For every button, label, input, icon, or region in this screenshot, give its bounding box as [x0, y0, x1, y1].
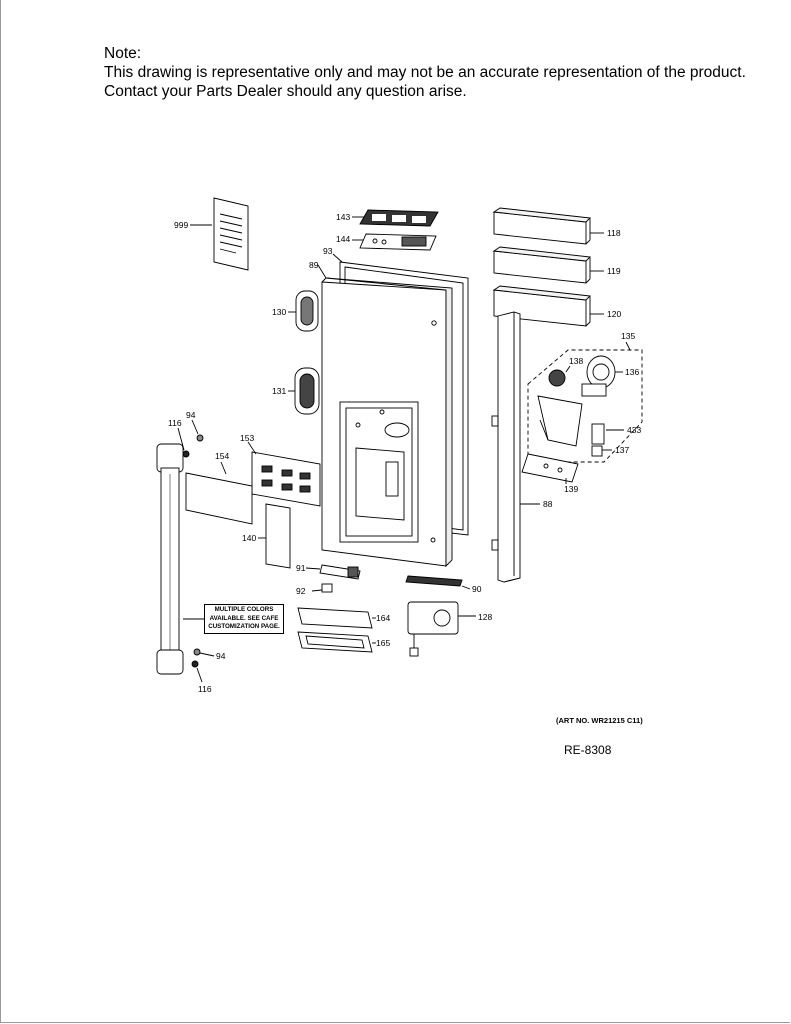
part-143-label [352, 209, 439, 227]
label-94-bottom: 94 [216, 651, 226, 661]
color-callout-box: MULTIPLE COLORS AVAILABLE. SEE CAFE CUST… [204, 604, 284, 634]
label-154: 154 [215, 451, 229, 461]
label-88: 88 [543, 499, 553, 509]
part-92 [311, 583, 333, 593]
part-handle [156, 443, 184, 675]
note-line-1: This drawing is representative only and … [104, 64, 746, 81]
label-999: 999 [174, 220, 188, 230]
part-140-cover [258, 503, 291, 569]
label-91: 91 [296, 563, 306, 573]
label-139: 139 [564, 484, 578, 494]
label-138: 138 [569, 356, 583, 366]
part-165 [297, 631, 376, 653]
label-94-top: 94 [186, 410, 196, 420]
label-140: 140 [242, 533, 256, 543]
art-number: (ART NO. WR21215 C11) [556, 716, 643, 725]
disclaimer-note: Note: This drawing is representative onl… [104, 44, 746, 101]
part-154-film [185, 461, 253, 525]
label-93: 93 [323, 246, 333, 256]
label-130: 130 [272, 307, 286, 317]
label-144: 144 [336, 234, 350, 244]
part-164 [297, 607, 376, 629]
label-131: 131 [272, 386, 286, 396]
callout-line-1: MULTIPLE COLORS [214, 606, 274, 613]
part-128 [407, 601, 476, 657]
part-135-assembly [527, 341, 643, 463]
label-118: 118 [607, 228, 621, 238]
part-119-bin [492, 246, 604, 284]
label-120: 120 [607, 309, 621, 319]
label-89: 89 [309, 260, 319, 270]
label-143: 143 [336, 212, 350, 222]
part-89-door [317, 264, 453, 568]
note-heading: Note: [104, 45, 142, 62]
label-165: 165 [376, 638, 390, 648]
label-116-top: 116 [168, 418, 182, 428]
part-94-116-bottom [191, 648, 215, 683]
label-116-bottom: 116 [198, 684, 212, 694]
part-130-handle-mount [288, 290, 319, 332]
part-91 [305, 564, 361, 580]
callout-line-2: AVAILABLE. SEE CAFE [209, 614, 279, 622]
part-153-board [247, 441, 321, 507]
part-144-control-board [352, 233, 437, 251]
part-118-bin [492, 207, 604, 245]
part-433-137-bits [591, 423, 624, 457]
part-131-handle-mount [288, 367, 320, 415]
label-90: 90 [472, 584, 482, 594]
part-88-strip [491, 311, 540, 583]
label-135: 135 [621, 331, 635, 341]
label-136: 136 [625, 367, 639, 377]
label-164: 164 [376, 613, 390, 623]
part-90 [405, 575, 471, 590]
part-999-manual [190, 197, 249, 271]
reference-number: RE-8308 [564, 743, 612, 757]
label-137: 137 [615, 445, 629, 455]
label-119: 119 [607, 266, 621, 276]
part-139-bracket [521, 453, 579, 484]
label-128: 128 [478, 612, 492, 622]
label-92: 92 [296, 586, 306, 596]
label-153: 153 [240, 433, 254, 443]
label-433: 433 [627, 425, 641, 435]
note-line-2: Contact your Parts Dealer should any que… [104, 83, 467, 100]
callout-line-3: CUSTOMIZATION PAGE. [208, 623, 280, 631]
